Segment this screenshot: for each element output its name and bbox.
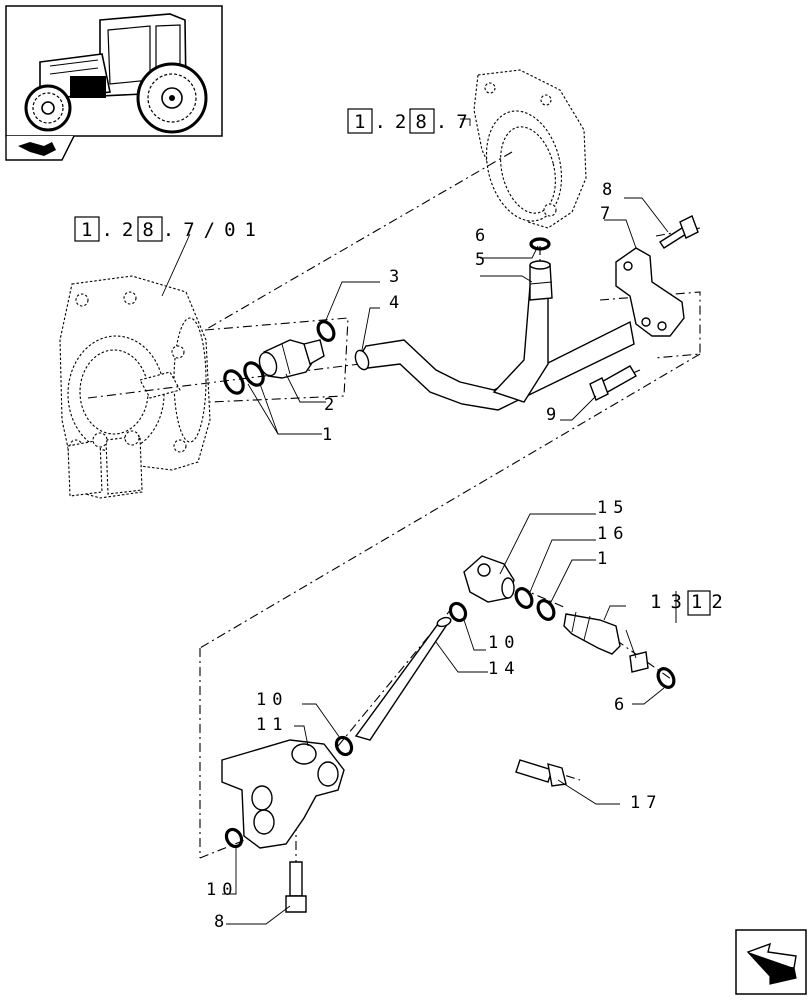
callout-7: 7 bbox=[600, 204, 616, 224]
callout-11: 11 bbox=[256, 715, 288, 735]
tractor-thumbnail-icon[interactable] bbox=[5, 5, 223, 137]
callout-10-low: 10 bbox=[206, 880, 238, 900]
callout-5: 5 bbox=[475, 250, 491, 270]
callout-1-lower: 1 bbox=[597, 549, 613, 569]
pipe-fitting[interactable] bbox=[529, 260, 553, 301]
reference-box-left[interactable]: 1.28.7/01 bbox=[74, 216, 265, 242]
callout-17: 17 bbox=[630, 793, 662, 813]
o-ring-10c[interactable] bbox=[223, 827, 244, 850]
callout-3: 3 bbox=[389, 267, 405, 287]
o-ring-6a[interactable] bbox=[529, 237, 551, 251]
callout-15: 15 bbox=[597, 498, 629, 518]
callout-9: 9 bbox=[546, 405, 562, 425]
callout-4: 4 bbox=[389, 293, 405, 313]
mounting-bracket[interactable] bbox=[615, 247, 685, 337]
straight-pipe[interactable] bbox=[354, 616, 452, 741]
leader-lines bbox=[161, 118, 669, 925]
elbow-fitting[interactable] bbox=[463, 555, 515, 603]
transmission-housing bbox=[59, 275, 211, 499]
callout-8-low: 8 bbox=[214, 912, 230, 932]
o-ring-6b[interactable] bbox=[655, 666, 677, 690]
bolt-top[interactable] bbox=[659, 215, 699, 249]
callout-10-mid: 10 bbox=[256, 690, 288, 710]
o-ring-10b[interactable] bbox=[333, 735, 354, 758]
threaded-connector[interactable] bbox=[563, 611, 649, 673]
o-ring-3[interactable] bbox=[315, 319, 337, 343]
upper-housing bbox=[473, 69, 587, 229]
callout-2: 2 bbox=[324, 395, 340, 415]
callout-16: 16 bbox=[597, 524, 629, 544]
section-arrow-icon[interactable] bbox=[5, 135, 75, 161]
bolt-lower-right[interactable] bbox=[515, 759, 567, 787]
callout-labels: 1 2 3 4 5 6 7 8 9 15 16 1 10 14 6 10 11 … bbox=[206, 180, 662, 932]
bolt-middle[interactable] bbox=[589, 365, 637, 401]
o-ring-10a[interactable] bbox=[447, 601, 468, 624]
oil-pipe[interactable] bbox=[353, 283, 635, 411]
o-ring-16[interactable] bbox=[513, 586, 535, 610]
lower-bracket[interactable] bbox=[221, 739, 345, 849]
callout-6: 6 bbox=[475, 226, 491, 246]
adapter-fitting[interactable] bbox=[256, 339, 325, 379]
o-ring-1c[interactable] bbox=[535, 598, 557, 622]
next-page-arrow-icon[interactable] bbox=[735, 929, 807, 995]
reference-label-right: 1312 bbox=[650, 591, 732, 613]
callout-6-lower: 6 bbox=[614, 695, 630, 715]
bolt-bottom[interactable] bbox=[285, 861, 307, 913]
o-ring-1a[interactable] bbox=[221, 368, 247, 397]
reference-label-left: 1.28.7/01 bbox=[81, 219, 265, 241]
callout-1: 1 bbox=[322, 425, 338, 445]
callout-10: 10 bbox=[488, 633, 520, 653]
callout-8: 8 bbox=[602, 180, 618, 200]
reference-box-right[interactable]: 1312 bbox=[650, 590, 732, 623]
callout-14: 14 bbox=[488, 659, 520, 679]
